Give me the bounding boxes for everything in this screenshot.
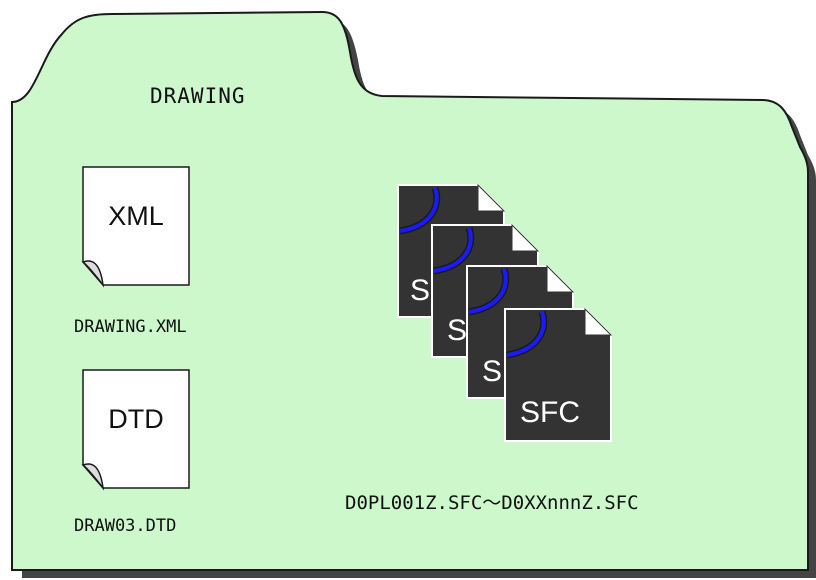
sfc-icon-1-label: S [410, 274, 430, 307]
sfc-icon-3-label: S [482, 355, 502, 388]
xml-document-icon [81, 166, 190, 288]
sfc-icon-4-label: SFC [520, 396, 580, 429]
dtd-document-icon [81, 369, 190, 491]
xml-file-name: DRAWING.XML [74, 317, 187, 337]
folder-title: DRAWING [150, 84, 246, 108]
xml-document-label: XML [108, 201, 164, 231]
sfc-file-range: D0PL001Z.SFC～D0XXnnnZ.SFC [345, 492, 639, 514]
dtd-document-label: DTD [108, 404, 164, 434]
sfc-icon-2-label: S [447, 314, 467, 347]
dtd-file-name: DRAW03.DTD [74, 516, 177, 536]
sfc-icon-4 [504, 307, 613, 442]
